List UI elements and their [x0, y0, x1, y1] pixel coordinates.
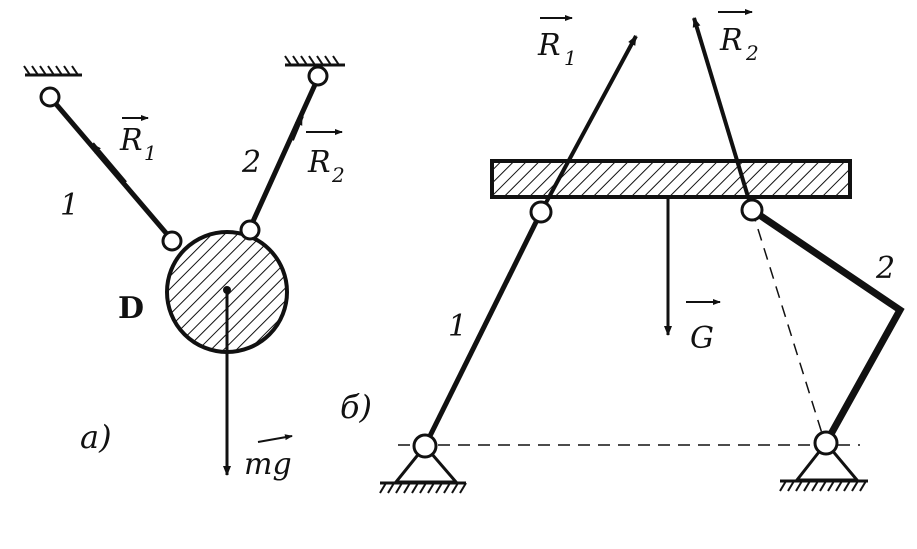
rod-1-label-a: 1 [60, 188, 79, 223]
panel-a: 1 2 D R 1 R 2 mg а) [23, 55, 345, 482]
svg-text:2: 2 [331, 163, 345, 187]
rod-2-b [750, 207, 905, 445]
hinge-beam-left [529, 200, 553, 224]
force-R1-arrow-b [539, 35, 638, 213]
ceiling-support-right [284, 55, 345, 67]
force-R2-label-b: R 2 [718, 9, 759, 65]
force-R1-arrow-a [90, 142, 127, 185]
svg-text:G: G [690, 321, 714, 356]
ground-support-left [379, 433, 467, 494]
dashed-line-of-action [751, 209, 826, 444]
hinge-beam-right [740, 198, 764, 222]
svg-text:mg: mg [244, 447, 292, 482]
force-R1-label-a: R 1 [119, 115, 157, 165]
force-R1-label-b: R 1 [537, 15, 577, 70]
caption-b: б) [340, 388, 372, 426]
panel-b: R 1 R 2 G 1 2 б) [340, 9, 905, 494]
ceiling-support-left [23, 65, 82, 77]
svg-text:1: 1 [144, 141, 157, 165]
svg-text:R: R [537, 28, 561, 63]
hatched-beam [490, 159, 852, 199]
hinge-body-right [239, 219, 261, 241]
svg-text:2: 2 [745, 41, 759, 65]
svg-text:R: R [119, 123, 143, 158]
svg-text:R: R [719, 23, 743, 58]
rod-1-b [422, 210, 544, 448]
force-R2-label-a: R 2 [306, 129, 345, 187]
hinge-top-left [39, 86, 61, 108]
body-label-D: D [118, 291, 144, 326]
ground-support-right [779, 430, 868, 492]
hinge-body-left [161, 230, 183, 252]
caption-a: а) [80, 418, 112, 456]
rod-2-a [247, 76, 321, 230]
force-R2-arrow-a [290, 115, 304, 141]
hinge-top-right [307, 65, 329, 87]
svg-text:R: R [307, 145, 331, 180]
rod-1-label-b: 1 [448, 309, 467, 344]
svg-text:1: 1 [564, 46, 577, 70]
rod-2-label-b: 2 [875, 251, 895, 286]
rod-2-label-a: 2 [241, 145, 261, 180]
force-gravity-label: mg [244, 434, 293, 482]
force-R2-arrow-b [692, 17, 754, 211]
force-G-label: G [686, 299, 721, 356]
